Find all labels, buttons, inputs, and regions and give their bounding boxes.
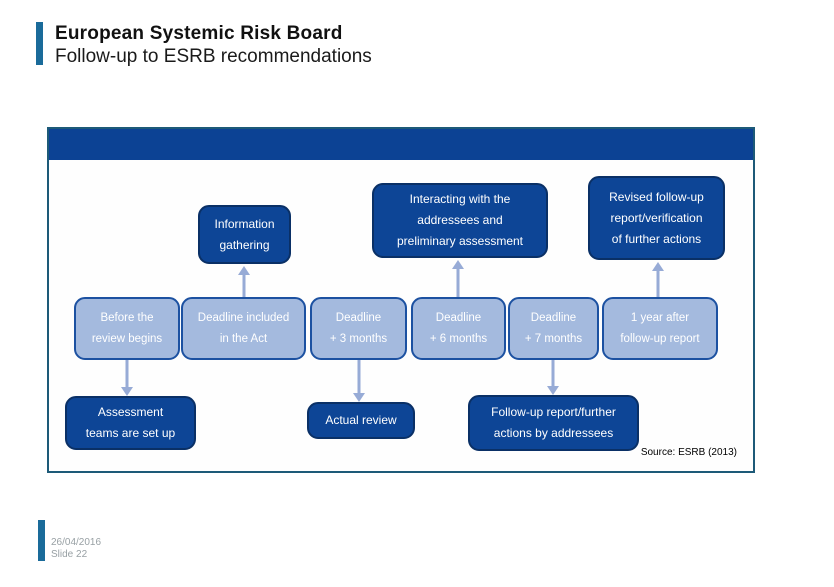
timeline-box-deadline-7-months: Deadline + 7 months bbox=[508, 297, 599, 360]
arrow-stem bbox=[551, 360, 555, 387]
arrow-stem bbox=[125, 360, 129, 388]
arrow-up-icon bbox=[651, 262, 665, 297]
arrow-head bbox=[238, 266, 250, 275]
process-diagram: Information gathering Interacting with t… bbox=[47, 127, 755, 473]
footer-accent-bar bbox=[38, 520, 45, 561]
timeline-box-before-review: Before the review begins bbox=[74, 297, 180, 360]
arrow-stem bbox=[456, 268, 460, 297]
timeline-box-deadline-act: Deadline included in the Act bbox=[181, 297, 306, 360]
result-box-assessment-teams: Assessment teams are set up bbox=[65, 396, 196, 450]
footer-date: 26/04/2016 bbox=[51, 537, 102, 548]
arrow-stem bbox=[656, 270, 660, 297]
page-title: European Systemic Risk Board bbox=[55, 23, 343, 44]
title-accent-bar bbox=[36, 22, 43, 65]
timeline-box-deadline-3-months: Deadline + 3 months bbox=[310, 297, 407, 360]
timeline-box-deadline-6-months: Deadline + 6 months bbox=[411, 297, 506, 360]
result-box-follow-up-report: Follow-up report/further actions by addr… bbox=[468, 395, 639, 451]
diagram-header-bar bbox=[49, 129, 753, 160]
arrow-down-icon bbox=[120, 360, 134, 396]
arrow-head bbox=[547, 386, 559, 395]
footer-slide-number: Slide 22 bbox=[51, 549, 88, 560]
page-subtitle: Follow-up to ESRB recommendations bbox=[55, 46, 372, 67]
result-box-actual-review: Actual review bbox=[307, 402, 415, 439]
stage-box-information-gathering: Information gathering bbox=[198, 205, 291, 264]
arrow-head bbox=[353, 393, 365, 402]
arrow-stem bbox=[357, 360, 361, 394]
arrow-up-icon bbox=[237, 266, 251, 297]
footer-text: 26/04/2016 Slide 22 bbox=[51, 537, 101, 561]
stage-box-revised-follow-up: Revised follow-up report/verification of… bbox=[588, 176, 725, 260]
arrow-down-icon bbox=[546, 360, 560, 395]
arrow-head bbox=[652, 262, 664, 271]
arrow-head bbox=[452, 260, 464, 269]
timeline-box-1-year-after: 1 year after follow-up report bbox=[602, 297, 718, 360]
stage-box-interacting-addressees: Interacting with the addressees and prel… bbox=[372, 183, 548, 258]
arrow-down-icon bbox=[352, 360, 366, 402]
arrow-stem bbox=[242, 274, 246, 297]
arrow-up-icon bbox=[451, 260, 465, 297]
arrow-head bbox=[121, 387, 133, 396]
source-note: Source: ESRB (2013) bbox=[640, 447, 737, 458]
